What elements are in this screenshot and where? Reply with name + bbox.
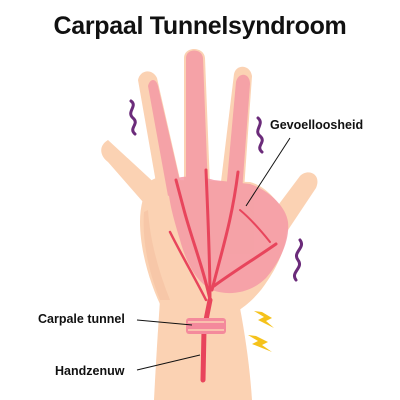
thumb-pad-shadow [143, 210, 170, 300]
page-title: Carpaal Tunnelsyndroom [53, 12, 347, 40]
nerve-branch-ring [210, 170, 240, 292]
affected-ring [226, 74, 250, 192]
affected-index [148, 80, 182, 196]
tingling-squiggle-icon [293, 238, 303, 282]
median-nerve [168, 168, 278, 383]
label-numbness: Gevoelloosheid [270, 118, 364, 132]
label-median-nerve: Handzenuw [55, 364, 125, 378]
nerve-branch-small [239, 209, 271, 243]
affected-palm [168, 176, 289, 294]
nerve-branch-palm [212, 242, 278, 288]
pain-bolt-icon [248, 335, 272, 352]
nerve-branch-thumb [168, 230, 208, 302]
leader-median-nerve [136, 354, 201, 371]
carpal-tunnel [186, 318, 226, 334]
tingling-squiggle-icon [129, 99, 137, 136]
pain-bolt-icon [254, 311, 274, 328]
affected-area [148, 50, 289, 294]
affected-middle [186, 50, 208, 190]
carpal-tunnel-band [186, 318, 226, 334]
label-carpal-tunnel: Carpale tunnel [38, 312, 125, 326]
leader-carpal-tunnel [136, 319, 193, 326]
nerve-branch-middle [204, 168, 212, 302]
tingling-squiggle-icon [256, 116, 264, 154]
nerve-branch-index [174, 178, 212, 302]
leader-numbness [245, 137, 291, 207]
